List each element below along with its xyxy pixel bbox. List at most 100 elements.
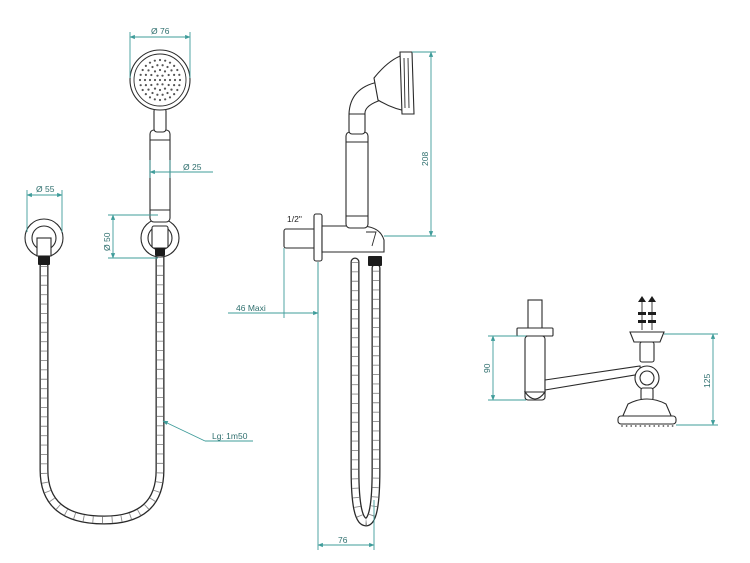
label-height-left: 90 (482, 363, 492, 373)
spray-hole (153, 59, 156, 62)
front-hose (39, 249, 165, 525)
dim-wall-offset: 46 Maxi (228, 248, 319, 318)
spray-hole (178, 73, 181, 76)
spray-hole (144, 64, 147, 67)
spray-hole (158, 98, 162, 102)
spray-hole (164, 98, 167, 101)
spray-hole (161, 64, 164, 67)
spray-hole (158, 78, 162, 82)
spray-hole (173, 84, 176, 87)
spray-hole (163, 87, 167, 90)
spray-hole (168, 78, 172, 82)
spray-hole (161, 74, 164, 77)
spray-hole (163, 70, 167, 73)
spray-hole (148, 78, 152, 82)
spray-hole (138, 78, 142, 82)
wall-outlet-top (516, 299, 554, 401)
spray-hole (151, 65, 154, 69)
spray-hole (657, 425, 660, 427)
dim-width-76: 76 (317, 262, 375, 550)
spray-hole (144, 93, 147, 96)
wall-outlet-front (24, 218, 64, 265)
spray-hole (166, 65, 169, 69)
arm-top (544, 365, 642, 391)
spray-hole (173, 64, 176, 67)
dim-thread: 1/2" (287, 214, 302, 224)
dim-head-diameter: Ø 76 (129, 26, 191, 78)
spray-hole (178, 78, 182, 82)
spray-hole (173, 73, 176, 76)
holder-front (140, 218, 180, 258)
dim-handle-diameter: Ø 25 (149, 160, 213, 178)
spray-hole (156, 83, 159, 86)
spray-hole (671, 425, 674, 427)
spray-hole (630, 425, 633, 427)
spray-hole (139, 84, 142, 87)
handle-side (345, 111, 369, 229)
spray-hole (150, 73, 153, 77)
spray-hole (648, 425, 651, 427)
spray-hole (144, 73, 147, 76)
label-height: 208 (420, 152, 430, 166)
spray-hole (156, 74, 159, 77)
spray-hole (621, 425, 623, 427)
spray-hole (176, 88, 179, 92)
spray-hole (653, 425, 656, 427)
spray-hole (139, 73, 142, 76)
label-head-diameter: Ø 76 (151, 26, 170, 36)
front-view: Ø 76 Ø 25 Ø 55 Ø 50 Lg: 1m50 (24, 26, 253, 525)
spray-hole (667, 425, 669, 427)
spray-hole (153, 98, 156, 101)
spray-hole (143, 78, 147, 82)
spray-hole (148, 61, 152, 64)
spray-hole (150, 83, 153, 87)
spray-hole (662, 425, 665, 427)
spray-hole (156, 93, 159, 96)
label-hose-length: Lg: 1m50 (212, 431, 248, 441)
dim-outlet-diameter: Ø 55 (26, 184, 63, 232)
label-holder-height: Ø 50 (102, 232, 112, 251)
handle-front (149, 107, 171, 223)
side-hose (350, 257, 381, 527)
shower-head-side (348, 51, 415, 115)
spray-hole (151, 91, 154, 95)
spray-hole (173, 78, 177, 82)
dim-height-90: 90 (482, 335, 526, 401)
spray-hole (153, 78, 157, 82)
spray-hole (178, 84, 181, 87)
spray-hole (639, 425, 642, 427)
dim-hose-length: Lg: 1m50 (162, 420, 253, 442)
spray-hole (164, 59, 167, 62)
dim-holder-height: Ø 50 (102, 214, 158, 259)
spray-hole (158, 58, 162, 62)
side-view: 208 1/2" 46 Maxi 76 (228, 51, 436, 550)
label-outlet-diameter: Ø 55 (36, 184, 55, 194)
spray-hole (144, 84, 147, 87)
spray-hole (168, 96, 172, 99)
label-height-right: 125 (702, 374, 712, 388)
label-handle-diameter: Ø 25 (183, 162, 202, 172)
spray-hole (625, 425, 628, 427)
label-wall-offset: 46 Maxi (236, 303, 266, 313)
spray-hole (156, 64, 159, 67)
spray-hole (170, 88, 173, 91)
spray-hole (158, 68, 162, 72)
label-thread-size: 1/2" (287, 214, 302, 224)
spray-hole (176, 68, 179, 72)
spray-hole (166, 91, 169, 95)
shower-head-top (617, 387, 677, 427)
dim-height-208: 208 (384, 51, 436, 237)
spray-hole (167, 73, 170, 77)
spray-hole (644, 425, 646, 427)
spray-hole (170, 69, 173, 72)
shower-head-front (129, 49, 191, 111)
spray-hole (173, 93, 176, 96)
spray-hole (147, 88, 150, 91)
spray-hole (163, 78, 167, 82)
spray-hole (167, 83, 170, 87)
spray-hole (153, 70, 157, 73)
holder-top (629, 296, 665, 391)
spray-hole (158, 88, 162, 92)
wall-bracket-side (283, 213, 385, 266)
